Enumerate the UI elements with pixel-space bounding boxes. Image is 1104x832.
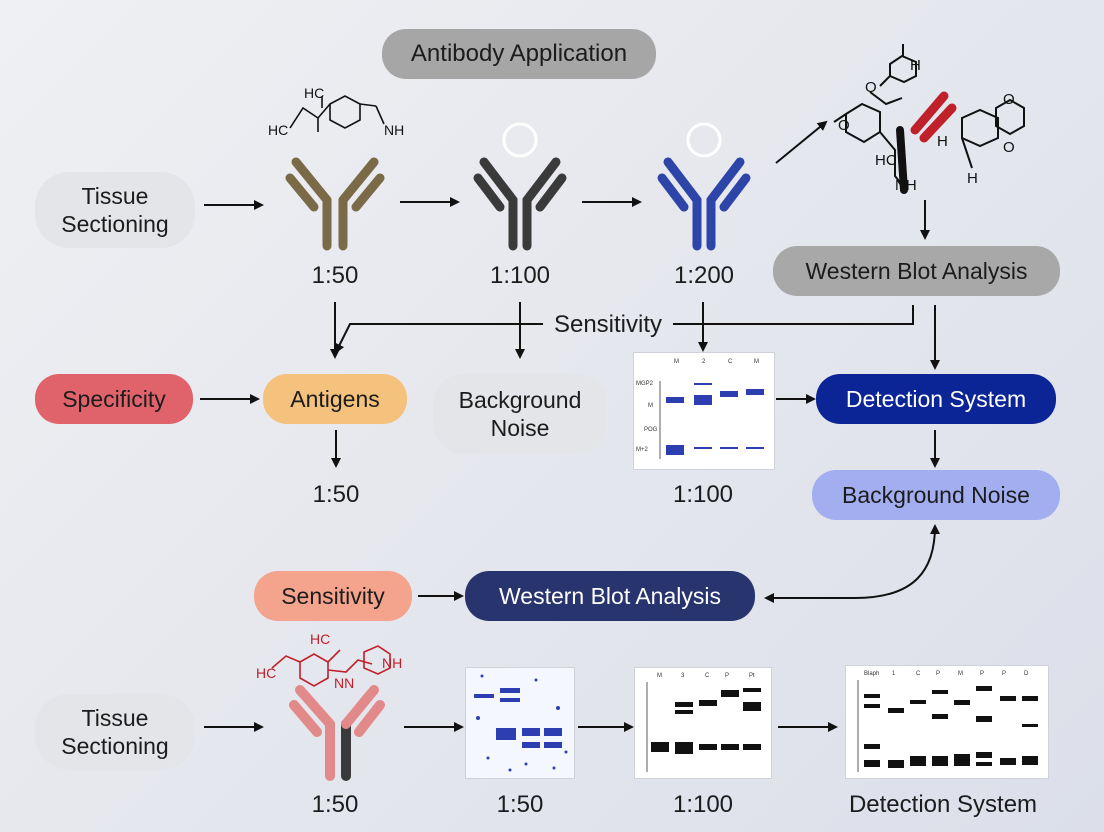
- svg-text:2: 2: [702, 359, 706, 365]
- tissue-sectioning-top-pill: Tissue Sectioning: [35, 172, 195, 248]
- gel-bottom-3-image: Blaph 1 C P M P P D: [845, 665, 1049, 779]
- svg-text:P: P: [980, 671, 984, 677]
- molecule-big-labels: O H HC NH H O O O H: [838, 57, 1015, 194]
- svg-text:H: H: [937, 133, 948, 150]
- svg-text:HC: HC: [875, 152, 897, 169]
- antibody-pink-icon: [289, 685, 385, 781]
- arrow-curve-to-noise: [854, 524, 940, 599]
- molecule-big-icon: [833, 44, 1025, 194]
- ratio-bottom-gel1: 1:50: [496, 791, 544, 818]
- svg-text:O: O: [838, 117, 850, 134]
- svg-text:M: M: [657, 673, 662, 679]
- connectors: [200, 120, 940, 732]
- svg-text:MGP2: MGP2: [636, 381, 654, 387]
- sensitivity-bottom-pill: Sensitivity: [254, 571, 412, 621]
- svg-text:NN: NN: [334, 675, 354, 691]
- sensitivity-label: Sensitivity: [553, 311, 663, 338]
- svg-text:P: P: [936, 671, 940, 677]
- svg-text:HC: HC: [304, 85, 324, 101]
- ratio-ab2: 1:100: [489, 262, 551, 289]
- svg-text:D: D: [1024, 671, 1029, 677]
- arrow-ab3-to-molecule: [775, 120, 828, 164]
- gel-bottom-1-image: [465, 667, 575, 779]
- svg-text:1: 1: [892, 671, 896, 677]
- svg-text:NH: NH: [895, 177, 917, 194]
- western-blot-bottom-pill: Western Blot Analysis: [465, 571, 755, 621]
- svg-text:M+2: M+2: [636, 447, 649, 453]
- gel-mid-svg: M 2 C M MGP2 M POG M+2: [636, 359, 764, 459]
- gel-bottom-3-svg: Blaph 1 C P M P P D: [857, 671, 1038, 772]
- svg-text:M: M: [674, 359, 679, 365]
- gel-bottom-2-image: M 3 C P Pt: [634, 667, 772, 779]
- svg-text:Blaph: Blaph: [864, 671, 879, 677]
- ratio-blot-mid: 1:100: [672, 481, 734, 508]
- svg-text:C: C: [916, 671, 921, 677]
- svg-text:POG: POG: [644, 427, 658, 433]
- svg-text:P: P: [725, 673, 729, 679]
- specificity-pill: Specificity: [35, 374, 193, 424]
- antibody-blue-icon: [657, 122, 751, 251]
- svg-text:M: M: [648, 403, 653, 409]
- antibody-application-pill: Antibody Application: [382, 29, 656, 79]
- background-noise-mid-pill: Background Noise: [433, 374, 607, 454]
- ratio-ab3: 1:200: [673, 262, 735, 289]
- sensitivity-line-left: [335, 323, 543, 354]
- antigens-pill: Antigens: [263, 374, 407, 424]
- svg-text:HC: HC: [268, 122, 288, 138]
- gel-bottom-2-svg: M 3 C P Pt: [646, 673, 761, 772]
- gel-mid-image: M 2 C M MGP2 M POG M+2: [633, 352, 775, 470]
- ratio-bottom-gel2: 1:100: [672, 791, 734, 818]
- svg-text:H: H: [967, 170, 978, 187]
- svg-text:C: C: [728, 359, 733, 365]
- svg-text:O: O: [865, 79, 877, 96]
- tissue-sectioning-bottom-pill: Tissue Sectioning: [35, 694, 195, 770]
- ratio-bottom-ab: 1:50: [311, 791, 359, 818]
- ratio-ab1: 1:50: [311, 262, 359, 289]
- bottom-detection-label: Detection System: [848, 791, 1038, 818]
- svg-text:HC: HC: [256, 665, 276, 681]
- sensitivity-line-right: [673, 305, 914, 325]
- svg-text:H: H: [910, 57, 921, 74]
- background-noise-right-pill: Background Noise: [812, 470, 1060, 520]
- svg-text:HC: HC: [310, 631, 330, 647]
- svg-text:NH: NH: [384, 122, 404, 138]
- molecule-top-labels: HC HC NH: [268, 85, 404, 138]
- gel-bottom-1-svg: [474, 674, 568, 772]
- molecule-bottom-icon: [271, 645, 391, 687]
- svg-text:O: O: [1003, 139, 1015, 156]
- antibody-brown-icon: [285, 157, 385, 251]
- molecule-bottom-labels: HC HC NN NH: [256, 631, 402, 691]
- svg-text:NH: NH: [382, 655, 402, 671]
- antibody-black-icon: [473, 122, 567, 251]
- ratio-antigens-below: 1:50: [312, 481, 360, 508]
- svg-text:Pt: Pt: [749, 673, 755, 679]
- svg-text:M: M: [958, 671, 963, 677]
- svg-text:O: O: [1003, 91, 1015, 108]
- svg-text:P: P: [1002, 671, 1006, 677]
- detection-system-pill: Detection System: [816, 374, 1056, 424]
- molecule-top-icon: [289, 95, 385, 132]
- svg-text:3: 3: [681, 673, 685, 679]
- svg-text:M: M: [754, 359, 759, 365]
- svg-text:C: C: [705, 673, 710, 679]
- western-blot-top-pill: Western Blot Analysis: [773, 246, 1060, 296]
